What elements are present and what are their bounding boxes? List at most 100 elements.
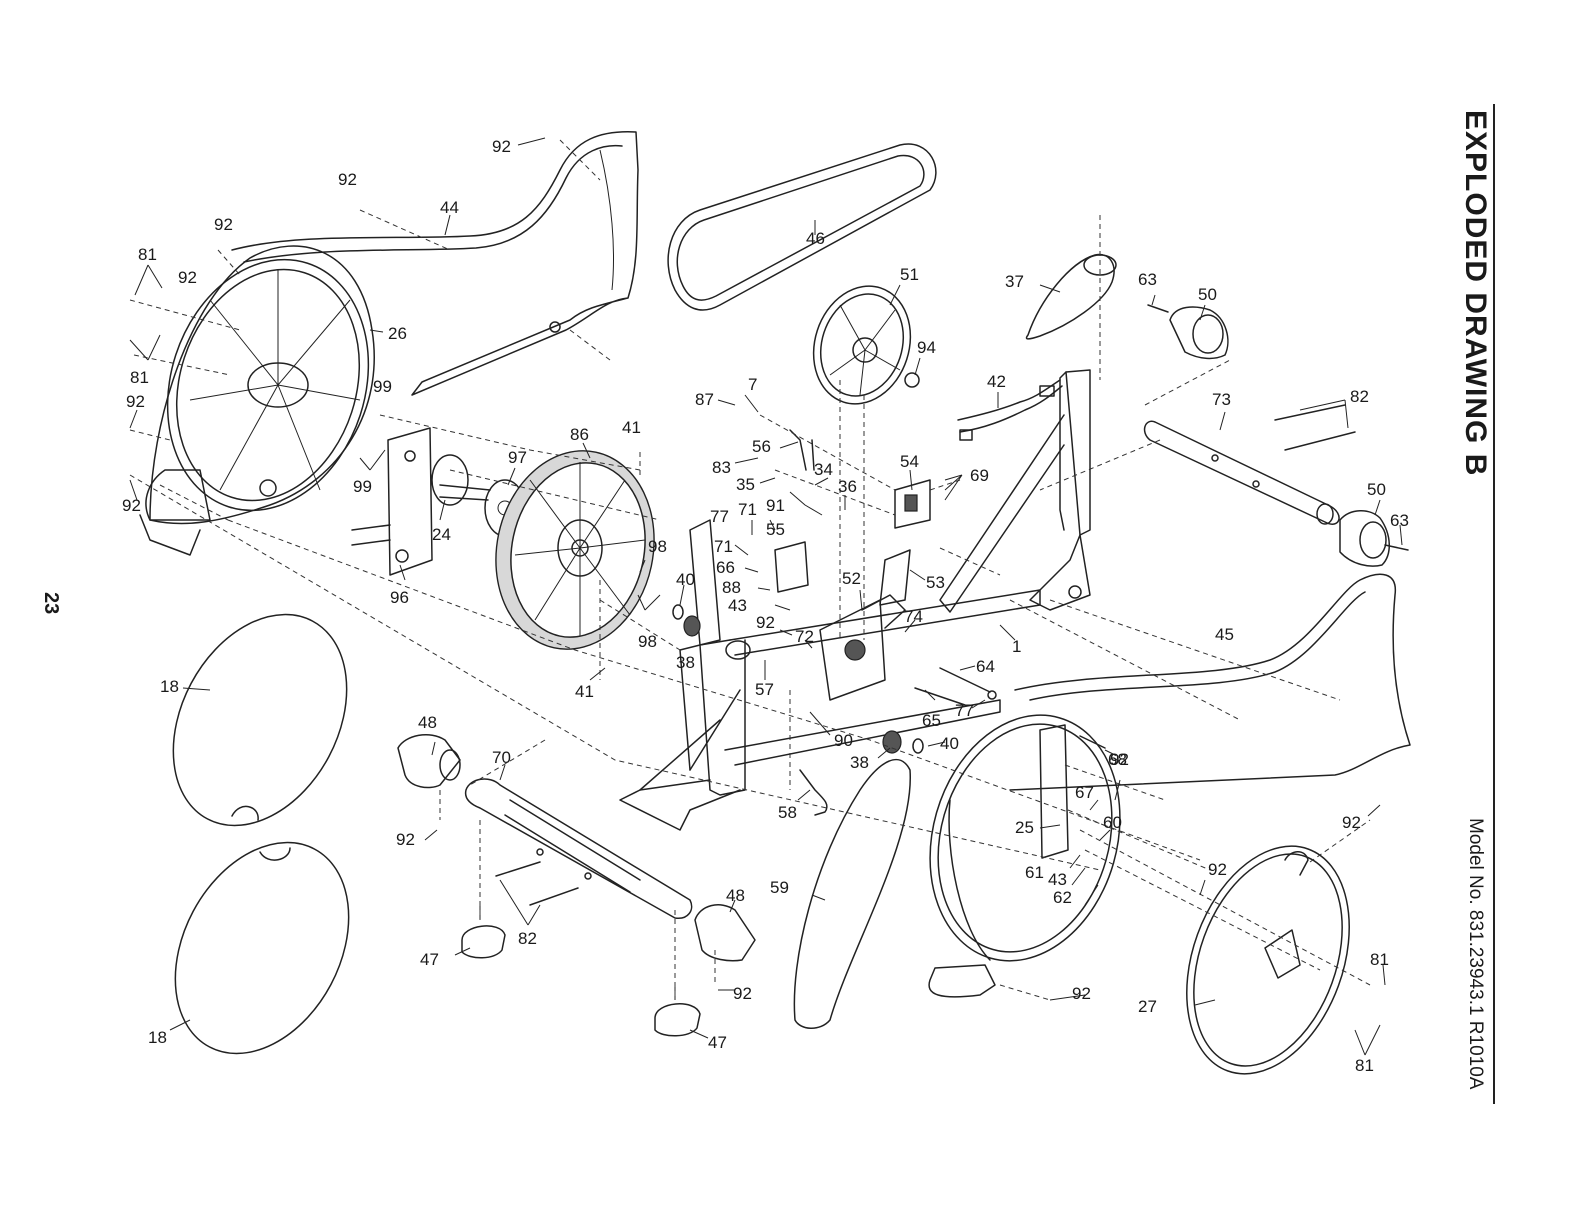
callout-68: 68	[1108, 750, 1127, 769]
callout-labels: 92 92 44 92 81 92 26 81 92 99 99 92 24 9…	[122, 137, 1409, 1075]
callout-51: 51	[900, 265, 919, 284]
part-50-end-cap-lower	[1339, 510, 1409, 567]
callout-92: 92	[338, 170, 357, 189]
callout-50: 50	[1367, 480, 1386, 499]
callout-70: 70	[492, 748, 511, 767]
callout-83: 83	[712, 458, 731, 477]
callout-66: 66	[716, 558, 735, 577]
callout-59: 59	[770, 878, 789, 897]
callout-55: 55	[766, 520, 785, 539]
part-47-foot-right	[654, 985, 701, 1037]
callout-27: 27	[1138, 997, 1157, 1016]
part-73-rear-stabilizer	[1143, 420, 1340, 525]
callout-92: 92	[756, 613, 775, 632]
callout-98: 98	[648, 537, 667, 556]
assembly-lines	[129, 139, 1371, 1001]
callout-92: 92	[1072, 984, 1091, 1003]
callout-1: 1	[1012, 637, 1021, 656]
callout-82: 82	[1350, 387, 1369, 406]
callout-77: 77	[955, 701, 974, 720]
callout-46: 46	[806, 229, 825, 248]
callout-47: 47	[708, 1033, 727, 1052]
callout-92: 92	[126, 392, 145, 411]
callout-92: 92	[178, 268, 197, 287]
part-53-magnet-bracket	[879, 549, 911, 606]
callout-72: 72	[795, 627, 814, 646]
callout-42: 42	[987, 372, 1006, 391]
part-18-cover-upper	[172, 613, 348, 827]
callout-63: 63	[1138, 270, 1157, 289]
callout-92: 92	[1208, 860, 1227, 879]
callout-37: 37	[1005, 272, 1024, 291]
callout-96: 96	[390, 588, 409, 607]
title-rule	[1493, 104, 1495, 1104]
callout-81: 81	[138, 245, 157, 264]
part-44-left-upper-shield	[231, 131, 639, 396]
part-48-tube-lower	[694, 904, 756, 962]
callout-90: 90	[834, 731, 853, 750]
part-58-sensor	[799, 769, 828, 816]
callout-86: 86	[570, 425, 589, 444]
callout-67: 67	[1075, 783, 1094, 802]
callout-52: 52	[842, 569, 861, 588]
callout-99: 99	[373, 377, 392, 396]
part-59-front-shroud	[793, 758, 911, 1029]
callout-69: 69	[970, 466, 989, 485]
callout-36: 36	[838, 477, 857, 496]
callout-45: 45	[1215, 625, 1234, 644]
callout-88: 88	[722, 578, 741, 597]
part-82-bolts-rear	[1274, 404, 1356, 451]
callout-53: 53	[926, 573, 945, 592]
callout-54: 54	[900, 452, 919, 471]
part-51-pulley	[812, 285, 920, 405]
callout-7: 7	[748, 375, 757, 394]
part-25-right-disc	[928, 714, 1121, 998]
callout-98: 98	[638, 632, 657, 651]
part-1-main-frame	[619, 369, 1091, 831]
part-18-cover-lower	[174, 841, 350, 1055]
callout-71: 71	[738, 500, 757, 519]
part-24-bracket-plate	[351, 427, 491, 576]
callout-92: 92	[1110, 750, 1129, 769]
callout-35: 35	[736, 475, 755, 494]
callout-92: 92	[396, 830, 415, 849]
callout-71: 71	[714, 537, 733, 556]
callout-25: 25	[1015, 818, 1034, 837]
callout-34: 34	[814, 460, 833, 479]
part-38-bearing-left	[672, 604, 701, 637]
callout-56: 56	[752, 437, 771, 456]
part-26-left-shield	[139, 245, 375, 556]
callout-60: 60	[1103, 813, 1122, 832]
part-64-axle	[914, 667, 997, 706]
callout-82: 82	[518, 929, 537, 948]
callout-18: 18	[148, 1028, 167, 1047]
callout-58: 58	[778, 803, 797, 822]
callout-61: 61	[1025, 863, 1044, 882]
part-54-sensor-bracket	[894, 479, 931, 529]
part-48-tube-upper	[397, 733, 461, 789]
part-45-right-shield	[1009, 573, 1411, 791]
callout-24: 24	[432, 525, 451, 544]
leader-lines	[129, 137, 1403, 1056]
callout-40: 40	[676, 570, 695, 589]
callout-91: 91	[766, 496, 785, 515]
callout-92: 92	[214, 215, 233, 234]
callout-81: 81	[1370, 950, 1389, 969]
callout-92: 92	[492, 137, 511, 156]
part-37-top-cap	[1025, 253, 1117, 340]
part-86-flywheel	[495, 450, 655, 650]
callout-43: 43	[728, 596, 747, 615]
part-82-bolts-front	[495, 861, 579, 906]
callout-81: 81	[130, 368, 149, 387]
callout-57: 57	[755, 680, 774, 699]
part-70-front-stabilizer	[464, 778, 693, 919]
callout-81: 81	[1355, 1056, 1374, 1075]
callout-62: 62	[1053, 888, 1072, 907]
callout-77: 77	[710, 507, 729, 526]
part-55-bracket	[774, 541, 809, 593]
callout-64: 64	[976, 657, 995, 676]
part-27-right-cover	[1186, 845, 1350, 1075]
callout-44: 44	[440, 198, 459, 217]
